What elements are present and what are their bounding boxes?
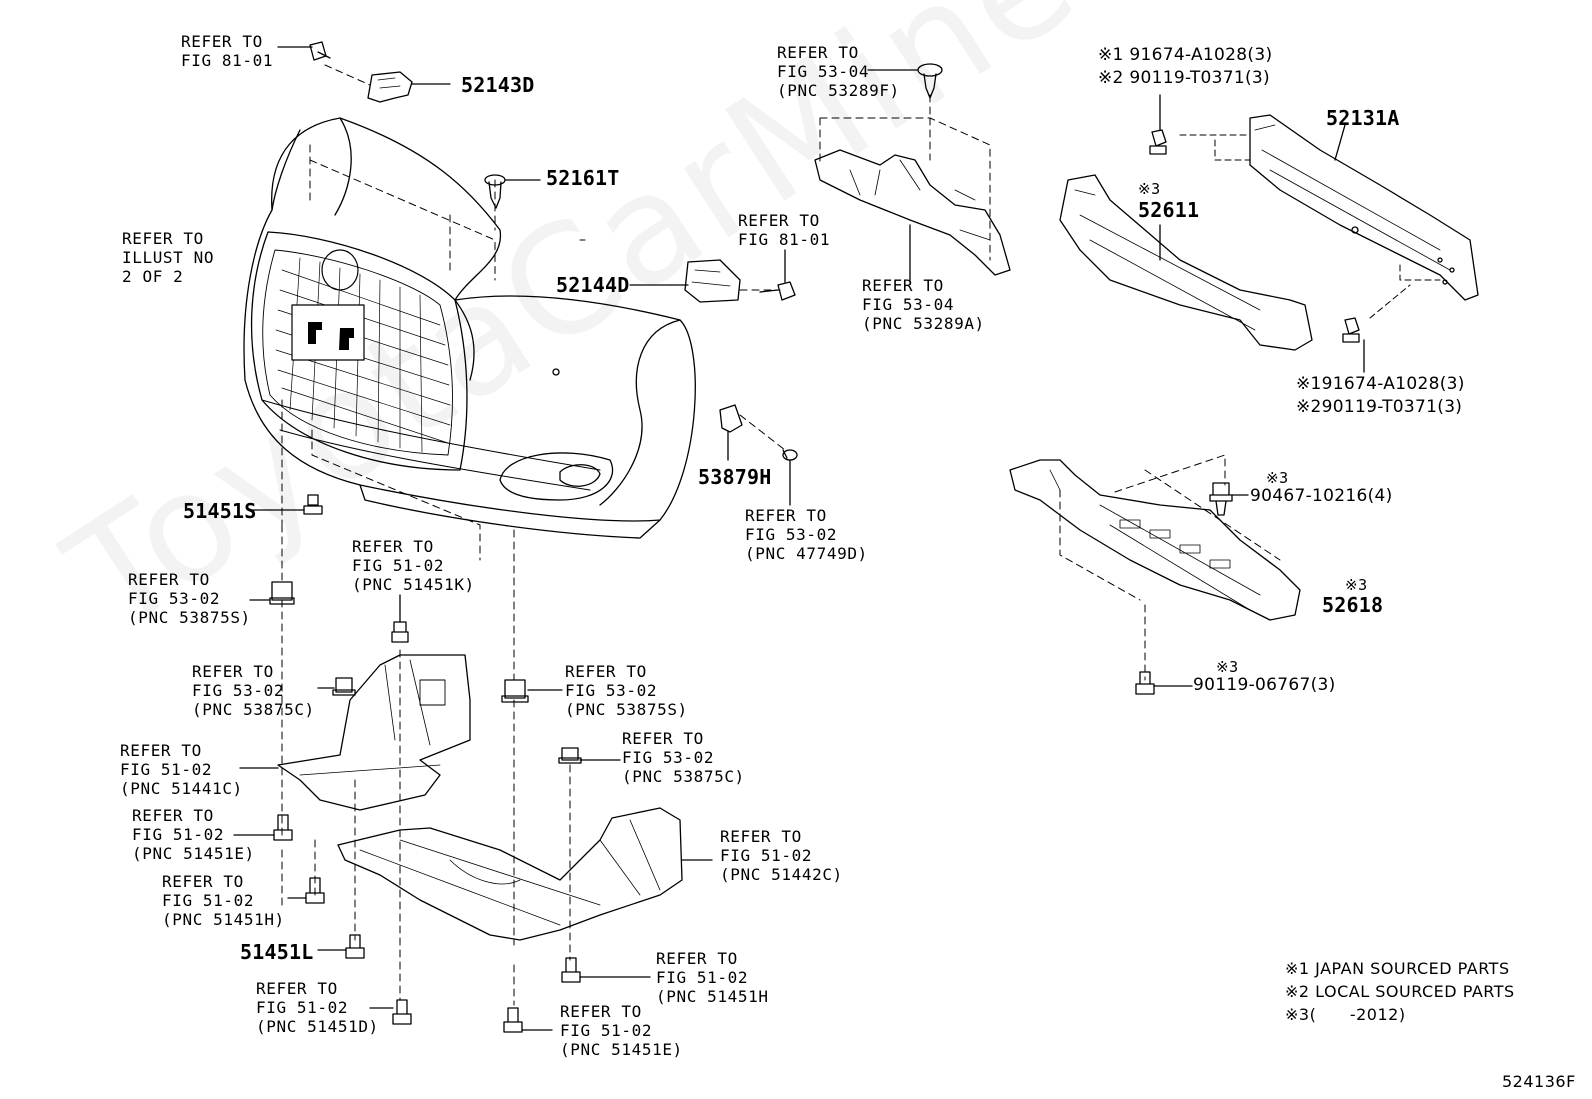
mark-90119: ※3 bbox=[1216, 658, 1239, 676]
part-label-52143d: 52143D bbox=[461, 73, 535, 97]
callout-bolts-top: ※1 91674-A1028(3)※2 90119-T0371(3) bbox=[1098, 45, 1273, 88]
part-label-52131a: 52131A bbox=[1326, 106, 1400, 130]
part-label-52144d: 52144D bbox=[556, 273, 630, 297]
bolt-top-drawing bbox=[1149, 94, 1167, 155]
bolt-51451e-right-drawing bbox=[503, 1007, 553, 1033]
bolt-51451h-right-drawing bbox=[561, 957, 651, 983]
part-label-52611: 52611 bbox=[1138, 198, 1200, 222]
bolt-52144d-ref-drawing bbox=[759, 249, 796, 301]
clip-53875c-right-drawing bbox=[558, 747, 621, 764]
part-label-52161t: 52161T bbox=[546, 166, 620, 190]
screw-47749d-drawing bbox=[782, 449, 798, 506]
callout-bolts-bottom: ※191674-A1028(3)※290119-T0371(3) bbox=[1296, 374, 1465, 417]
figure-id: 524136F bbox=[1502, 1072, 1576, 1091]
legend-notes: ※1 JAPAN SOURCED PARTS※2 LOCAL SOURCED P… bbox=[1285, 959, 1515, 1024]
bracket-52144d-drawing bbox=[629, 259, 741, 303]
clip-53875s-left-drawing bbox=[249, 581, 295, 605]
bolt-51451d-drawing bbox=[369, 999, 412, 1025]
clip-52161t-drawing bbox=[484, 174, 541, 209]
engine-under-cover-51442c-drawing bbox=[337, 807, 713, 941]
clip-53875s-right-drawing bbox=[501, 679, 563, 703]
mark-52618: ※3 bbox=[1345, 576, 1368, 594]
bolt-90119-drawing bbox=[1135, 671, 1193, 695]
bolt-fig8101-drawing bbox=[277, 41, 331, 61]
part-label-52618: 52618 bbox=[1322, 593, 1384, 617]
seal-53289a-drawing bbox=[814, 149, 1011, 281]
clip-90467-drawing bbox=[1209, 482, 1249, 516]
clip-53289f-drawing bbox=[867, 63, 943, 99]
bolt-51451l-drawing bbox=[317, 934, 365, 959]
bolt-51451e-left-drawing bbox=[233, 814, 293, 841]
clip-53875c-left-drawing bbox=[317, 677, 356, 696]
front-bumper-cover bbox=[243, 117, 696, 539]
part-label-53879h: 53879H bbox=[698, 465, 772, 489]
bolt-51451h-left-drawing bbox=[287, 877, 325, 904]
under-cover-52618-drawing bbox=[1009, 459, 1301, 621]
clip-53879h-drawing bbox=[719, 404, 743, 461]
dashed-lines-52131a bbox=[1179, 134, 1441, 319]
engine-under-cover-51441c-drawing bbox=[239, 654, 471, 811]
nut-51451k-drawing bbox=[391, 594, 409, 643]
bracket-52143d-drawing bbox=[367, 71, 451, 103]
reinforcement-52131a-drawing bbox=[1249, 114, 1479, 301]
part-label-51451l: 51451L bbox=[240, 940, 314, 964]
dashed-lines-53289 bbox=[819, 94, 991, 261]
code-90119-06767: 90119-06767(3) bbox=[1193, 675, 1336, 695]
mark-90467: ※3 bbox=[1266, 469, 1289, 487]
mark-52611: ※3 bbox=[1138, 180, 1161, 198]
part-label-51451s: 51451S bbox=[183, 499, 257, 523]
bolt-51451s-drawing bbox=[249, 494, 323, 515]
code-90467-10216: 90467-10216(4) bbox=[1250, 486, 1393, 506]
dashed-lines-52618 bbox=[1059, 454, 1281, 681]
absorber-52611-drawing bbox=[1059, 174, 1313, 351]
bolt-bottom-drawing bbox=[1342, 317, 1365, 373]
